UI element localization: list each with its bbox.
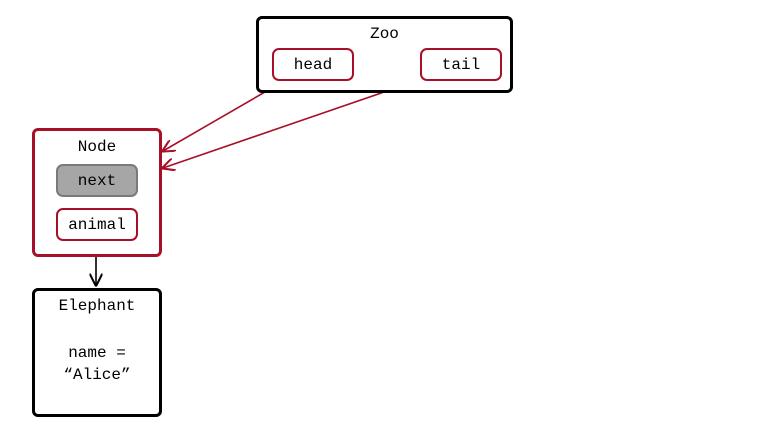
elephant-name-label: name = [68,344,126,362]
zoo-title: Zoo [370,25,399,43]
elephant-name-value: “Alice” [63,366,131,384]
animal-field: animal [56,208,138,241]
head-field: head [272,48,354,81]
node-object: Node next animal [32,128,162,257]
node-title: Node [77,138,117,156]
tail-field: tail [420,48,502,81]
elephant-title: Elephant [58,297,136,315]
elephant-object: Elephant name = “Alice” [32,288,162,417]
zoo-object: Zoo head tail [256,16,513,93]
tail-pointer-arrow [163,78,423,168]
next-field: next [56,164,138,197]
